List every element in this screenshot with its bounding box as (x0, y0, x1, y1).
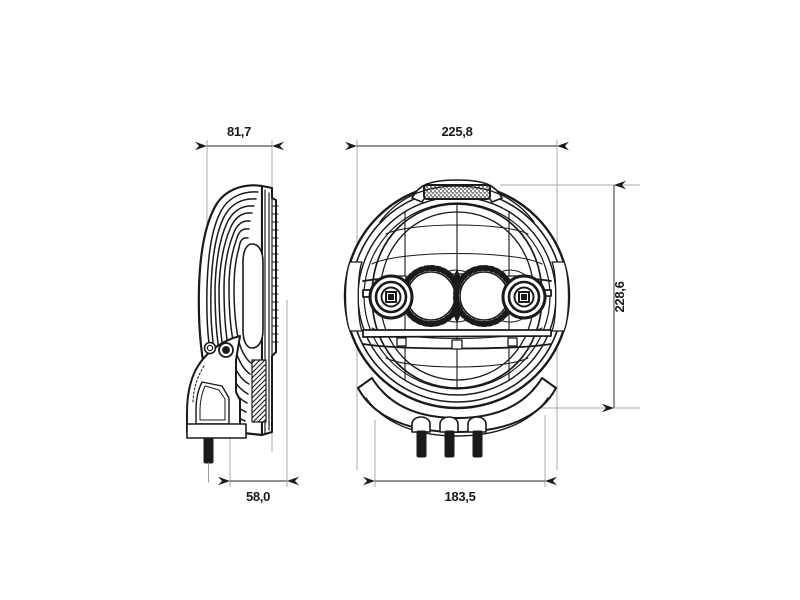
side-bolt-inner-right (222, 346, 230, 354)
front-connector-grommets (411, 416, 487, 433)
dim-label-228-6: 228,6 (612, 281, 627, 312)
side-cable-stub (203, 437, 214, 464)
dimension-58-0: 58,0 (218, 476, 299, 504)
front-grommet-1 (411, 416, 431, 433)
side-view (186, 184, 279, 483)
front-right-shoulder (551, 261, 570, 332)
dim-label-58-0: 58,0 (246, 489, 270, 504)
dimension-81-7: 81,7 (195, 124, 284, 151)
front-pin-3 (472, 430, 483, 458)
side-bolt-inner-left (206, 344, 214, 352)
front-lens-large-right (459, 271, 509, 321)
dimension-183-5: 183,5 (363, 476, 557, 504)
front-connector-pins (416, 430, 483, 458)
side-window-detail (242, 243, 264, 349)
front-pin-2 (444, 430, 455, 458)
front-bottom-skirt-inner (377, 385, 537, 419)
dim-label-183-5: 183,5 (444, 489, 475, 504)
dimension-228-6: 228,6 (602, 180, 627, 413)
front-top-crown (379, 185, 535, 223)
front-pin-1 (416, 430, 427, 458)
front-badge-plate (423, 184, 491, 200)
dimension-225-8: 225,8 (345, 124, 569, 151)
front-grommet-2 (439, 416, 459, 433)
side-rear-ribbing (251, 359, 267, 423)
dim-label-225-8: 225,8 (441, 124, 472, 139)
front-view (343, 179, 571, 458)
front-small-lens-left (368, 274, 414, 320)
dim-label-81-7: 81,7 (227, 124, 251, 139)
front-left-shoulder (344, 261, 363, 332)
side-bracket-aperture-inner (199, 385, 226, 421)
side-heatsink-fins (272, 205, 279, 343)
front-small-lens-right (501, 274, 547, 320)
front-bottom-skirt-outer (365, 397, 549, 437)
side-bracket-base (186, 423, 247, 439)
side-bracket-knurl (187, 361, 201, 403)
front-grommet-3 (467, 416, 487, 433)
front-lens-large-left (406, 271, 456, 321)
front-lower-rail (362, 329, 552, 338)
side-bracket-knurl-2 (192, 365, 205, 404)
front-lens-bridge (451, 269, 463, 323)
